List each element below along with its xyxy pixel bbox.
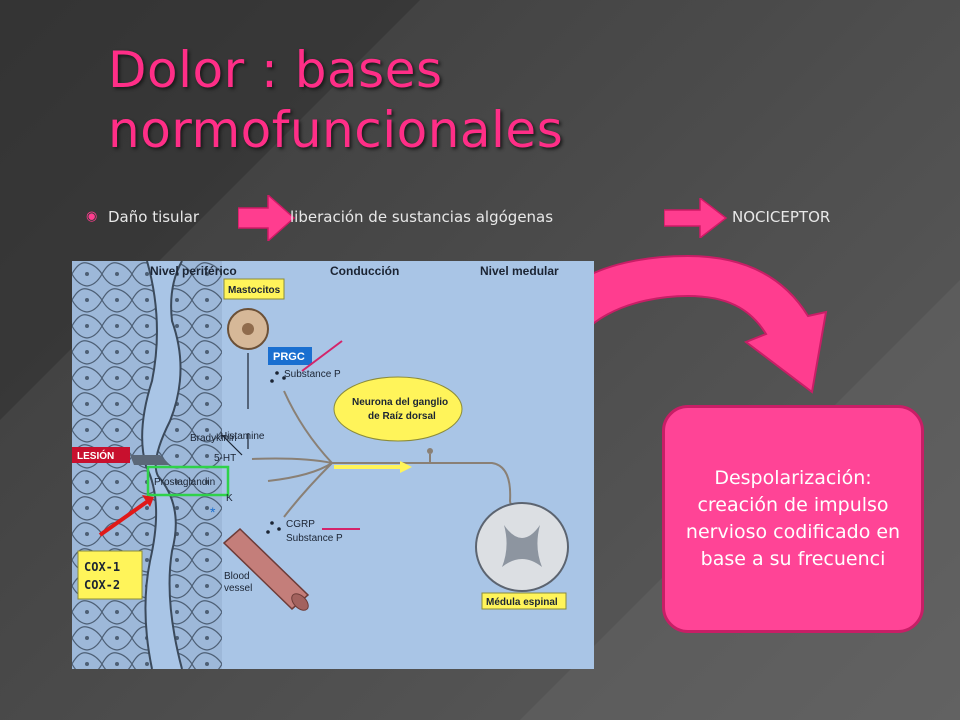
label-cox2: COX-2 [84, 578, 120, 592]
label-neuron-1: Neurona del ganglio [352, 397, 448, 408]
header-peripheral: Nivel periférico [150, 264, 237, 278]
label-lesion: LESIÓN [77, 449, 114, 462]
label-prostaglandin: Prostaglandin [154, 477, 215, 488]
nociception-diagram: Nivel periférico Conducción Nivel medula… [72, 261, 594, 669]
label-histamine: Histamine [220, 431, 265, 442]
label-bradykinin: Bradykinin [190, 433, 237, 444]
slide-title: Dolor : bases normofuncionales [108, 41, 564, 159]
label-prgc: PRGC [273, 351, 305, 363]
bullet-point: ◉ Daño tisular liberación de sustancias … [86, 195, 936, 241]
label-blood: Blood [224, 571, 250, 582]
bullet-text-release: liberación de sustancias algógenas [290, 208, 554, 226]
label-substance-p-top: Substance P [284, 369, 341, 380]
label-vessel: vessel [224, 583, 252, 594]
bullet-icon: ◉ [86, 209, 98, 224]
label-cox1: COX-1 [84, 560, 120, 574]
depolarization-callout: Despolarización: creación de impulso ner… [662, 405, 924, 633]
bullet-text-damage: Daño tisular [108, 208, 200, 226]
label-asterisk: * [210, 504, 216, 520]
callout-text: Despolarización: creación de impulso ner… [685, 467, 901, 570]
right-arrow-icon [238, 195, 296, 241]
label-5ht: 5-HT [214, 453, 236, 464]
label-medula: Médula espinal [486, 597, 558, 608]
label-substance-p-bottom: Substance P [286, 533, 343, 544]
label-k: K [226, 493, 233, 504]
header-medullary: Nivel medular [480, 264, 559, 278]
label-mastocitos: Mastocitos [228, 285, 281, 296]
label-cgrp: CGRP [286, 519, 315, 530]
bullet-text-nociceptor: NOCICEPTOR [732, 208, 831, 226]
header-conduction: Conducción [330, 264, 399, 278]
right-arrow-icon-2 [664, 198, 728, 238]
label-neuron-2: de Raíz dorsal [368, 411, 436, 422]
